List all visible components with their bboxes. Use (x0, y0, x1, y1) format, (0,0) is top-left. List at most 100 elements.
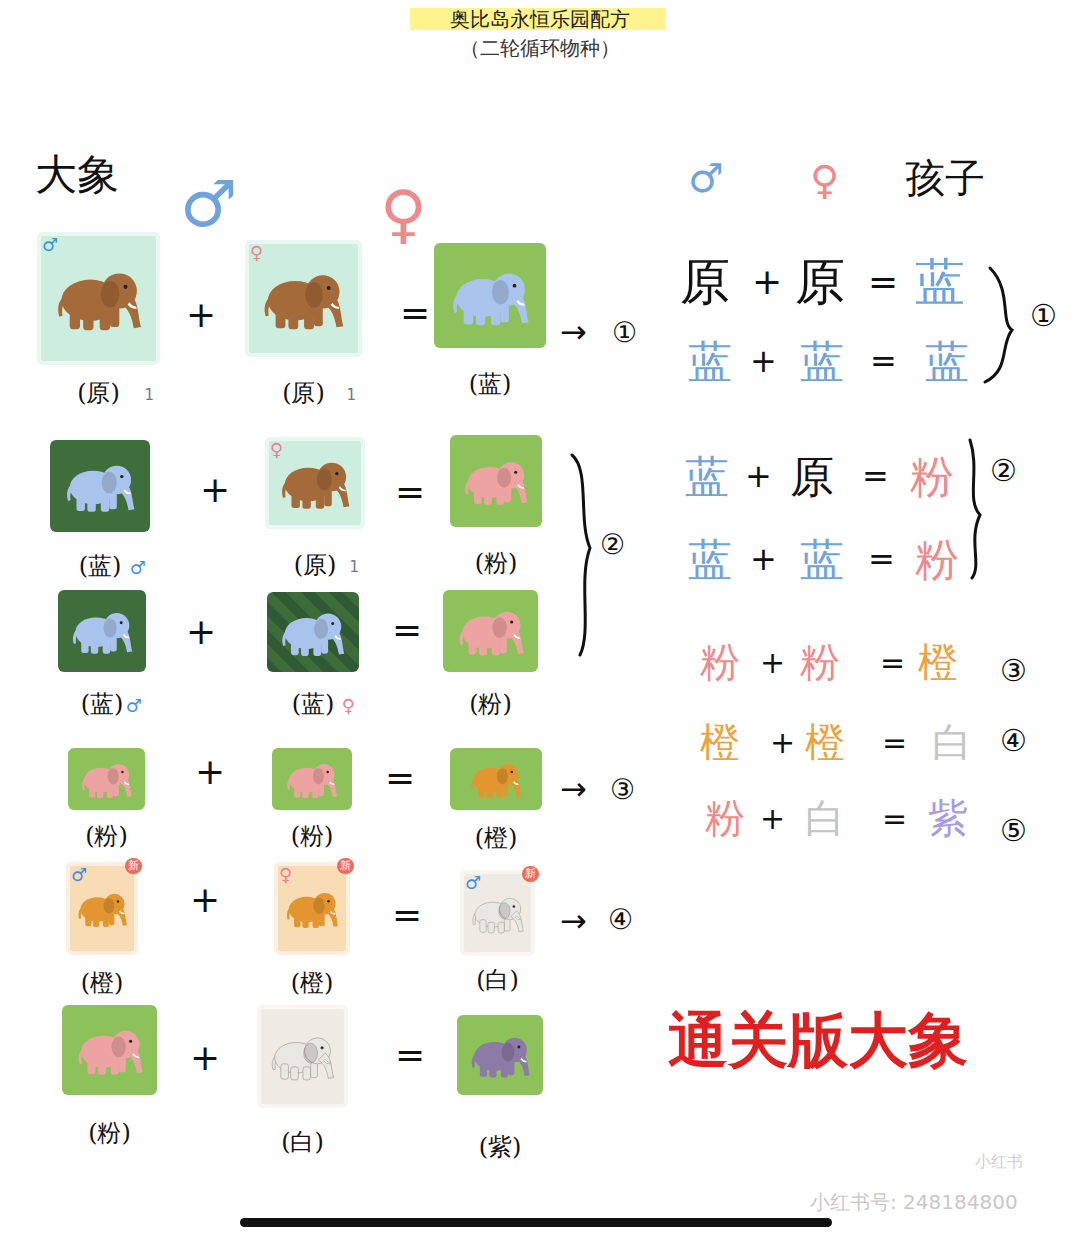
label: 粉 (800, 636, 840, 688)
label: ① (612, 315, 637, 351)
label: 蓝 (925, 333, 969, 390)
count-number: 1 (144, 387, 154, 404)
label: = (868, 539, 895, 581)
gender-icon: ♂ (130, 558, 146, 578)
gender-icon: ♀ (270, 440, 283, 460)
elephant-picture (464, 1023, 536, 1087)
elephant-card: ♂(蓝) (50, 440, 150, 581)
elephant-tile (50, 440, 150, 532)
elephant-tile (450, 748, 542, 810)
bracket (970, 440, 980, 578)
elephant-tile (443, 590, 538, 672)
elephant-card: (粉) (62, 1005, 157, 1148)
label: = (395, 1032, 425, 1079)
caption: (原) (240, 551, 390, 580)
label: 蓝 (688, 333, 732, 390)
label: 白 (932, 716, 972, 768)
elephant-picture (58, 449, 142, 523)
elephant-picture (74, 754, 139, 804)
elephant-tile (58, 590, 146, 672)
caption: (粉) (43, 822, 170, 851)
gender-icon: ♂ (465, 873, 481, 893)
label: ♂ (180, 163, 237, 246)
label: 蓝 (915, 250, 965, 315)
label: + (745, 456, 772, 498)
label: + (186, 609, 216, 656)
label: = (392, 607, 422, 654)
label: + (752, 259, 782, 306)
caption: (橙) (41, 969, 163, 998)
label: + (760, 799, 785, 838)
label: 橙 (918, 636, 958, 688)
label: + (190, 877, 220, 924)
elephant-picture (457, 754, 534, 804)
label: （二轮循环物种） (460, 35, 620, 61)
label: + (750, 341, 777, 383)
title: 奥比岛永恒乐园配方 (0, 6, 1080, 32)
caption: (粉) (247, 822, 377, 851)
watermark: 小红书 (975, 1152, 1023, 1173)
label: = (880, 643, 905, 682)
gender-icon: ♂ (126, 696, 142, 716)
elephant-picture (70, 1014, 150, 1086)
elephant-picture (264, 1015, 340, 1097)
label: = (882, 723, 907, 762)
label: 橙 (700, 716, 740, 768)
elephant-card: ♀(蓝) (267, 592, 359, 719)
label: + (195, 749, 225, 796)
label: 蓝 (800, 333, 844, 390)
elephant-picture (254, 252, 352, 346)
label: ♂ (688, 152, 724, 204)
elephant-picture (457, 444, 534, 518)
gender-icon: ♀ (279, 865, 292, 885)
count-number: 1 (349, 559, 359, 576)
banner-text: 通关版大象 (668, 1001, 968, 1079)
elephant-picture (47, 245, 150, 351)
label: + (760, 643, 785, 682)
elephant-picture (273, 446, 357, 520)
label: ④ (608, 902, 633, 938)
elephant-picture (451, 598, 531, 664)
elephant-card: (粉) (272, 748, 352, 851)
elephant-tile (257, 1005, 348, 1108)
elephant-tile (267, 592, 359, 672)
caption: (白) (435, 966, 560, 995)
label: ③ (610, 772, 635, 808)
label: → (560, 769, 587, 811)
count-number: 1 (346, 387, 356, 404)
elephant-card: (蓝) (434, 243, 546, 399)
elephant-card: (紫) (457, 1015, 543, 1162)
elephant-card: (橙) (450, 748, 542, 853)
new-badge: 新 (125, 858, 142, 874)
elephant-card: (白) (257, 1005, 348, 1157)
label: 紫 (928, 792, 968, 844)
label: + (200, 467, 230, 514)
label: 原 (790, 448, 834, 505)
elephant-card: ♂新(橙) (66, 862, 138, 998)
bracket (572, 455, 590, 655)
label: = (862, 456, 889, 498)
caption: (白) (232, 1128, 373, 1157)
new-badge: 新 (337, 858, 354, 874)
caption: (粉) (418, 690, 563, 719)
label: + (750, 539, 777, 581)
label: = (385, 755, 415, 802)
caption: (橙) (425, 824, 567, 853)
elephant-card: ♂新(白) (460, 870, 535, 995)
caption: (蓝) (25, 552, 175, 581)
elephant-picture (278, 754, 345, 804)
gender-icon: ♀ (250, 243, 263, 263)
label: + (190, 1035, 220, 1082)
label: 原 (795, 250, 845, 315)
caption: (粉) (425, 549, 567, 578)
label: ♀ (810, 154, 839, 206)
label: = (392, 892, 422, 939)
elephant-card: ♀1(原) (265, 437, 365, 580)
label: = (395, 469, 425, 516)
watermark: 小红书号: 248184800 (810, 1189, 1018, 1215)
elephant-card: (粉) (443, 590, 538, 719)
caption: (橙) (249, 969, 375, 998)
caption: (蓝) (33, 690, 171, 719)
label: ③ (1000, 651, 1027, 690)
label: 原 (680, 250, 730, 315)
